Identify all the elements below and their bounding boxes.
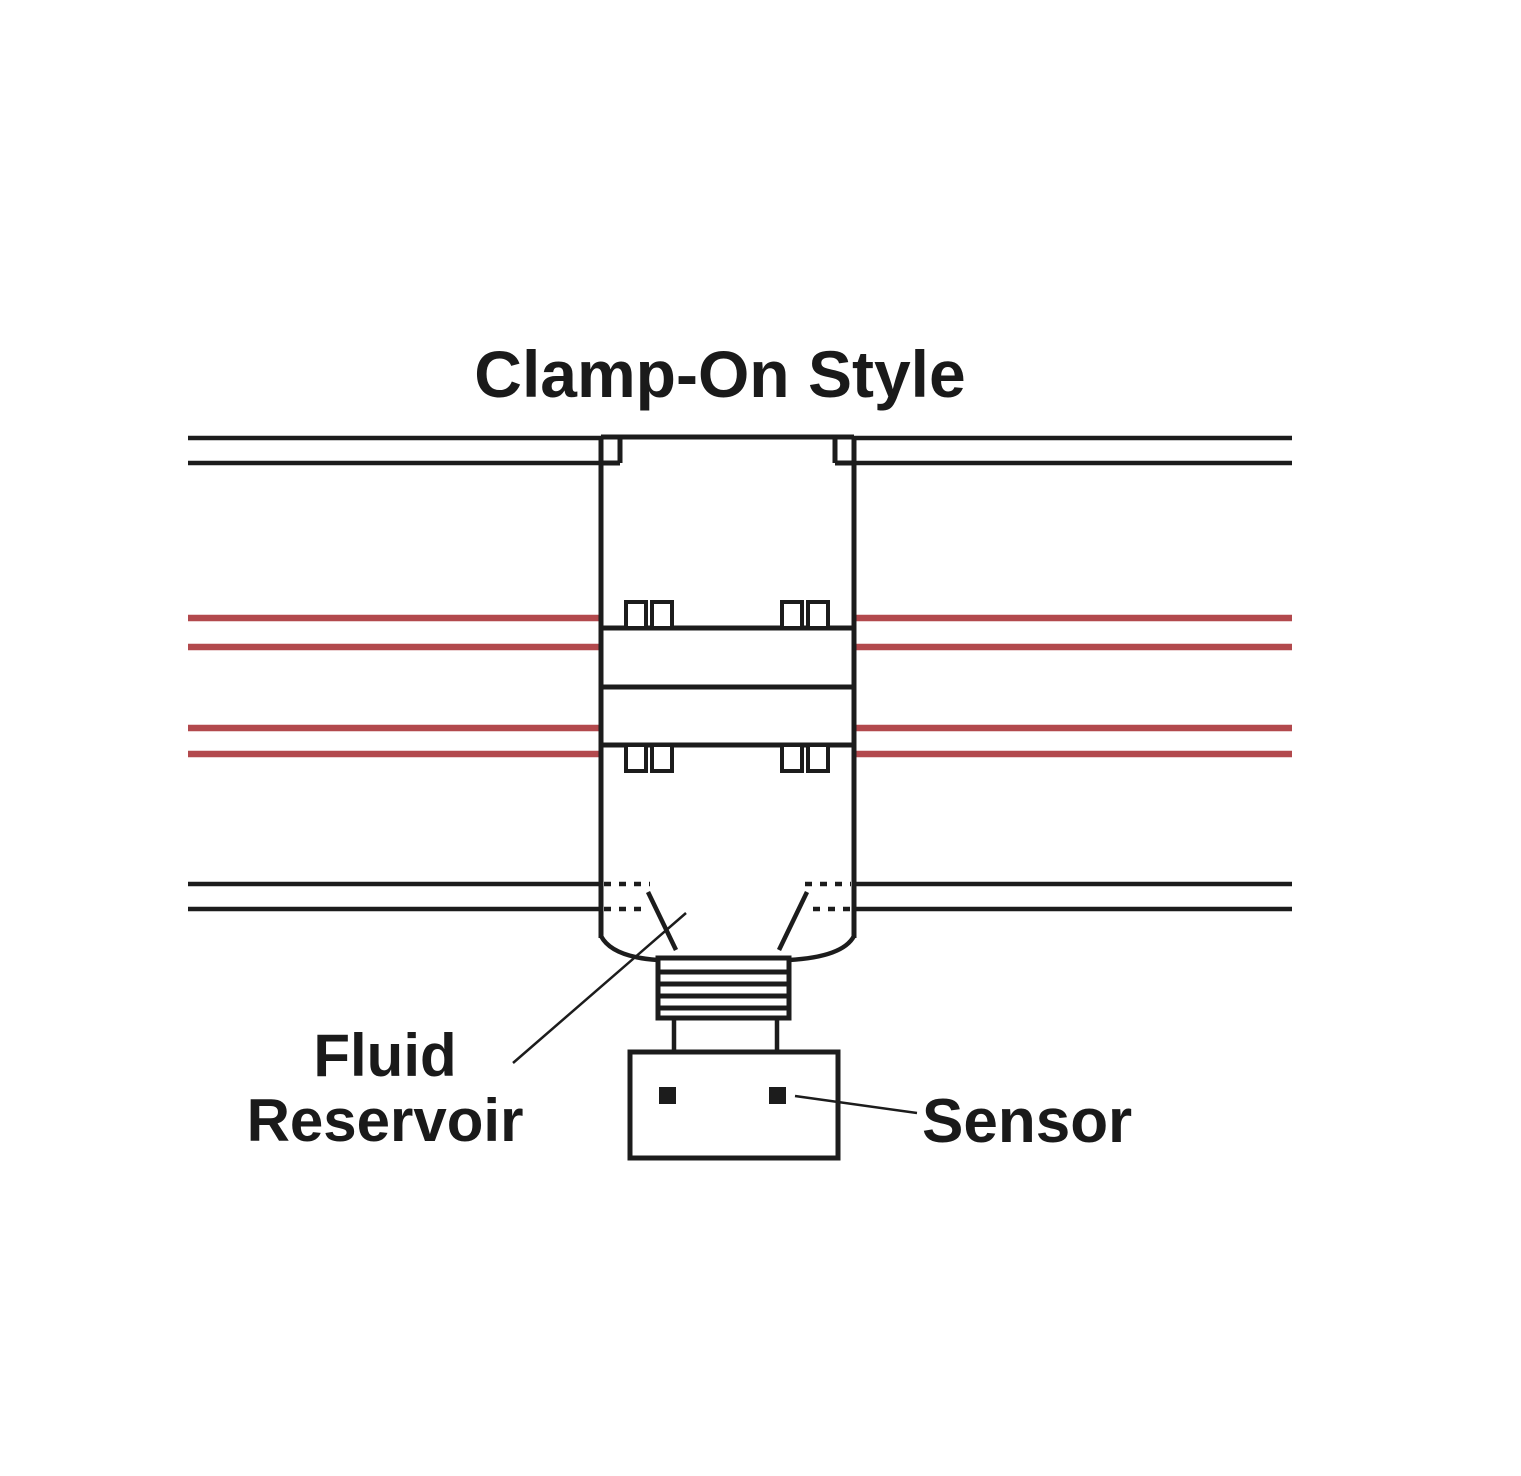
bottom-pipe <box>188 881 1292 912</box>
clamp-body <box>598 434 857 938</box>
fluid-reservoir-label-line1: Fluid <box>313 1022 457 1089</box>
sensor-leader-line <box>794 1094 918 1115</box>
fluid-reservoir <box>655 955 792 1021</box>
clamp-tabs <box>624 600 830 773</box>
sensor-contact-right <box>769 1087 786 1104</box>
sensor-box <box>627 1049 841 1161</box>
sensor-label: Sensor <box>922 1087 1133 1156</box>
fluid-reservoir-label-line2: Reservoir <box>246 1086 524 1154</box>
red-line-pair-upper <box>188 614 1292 651</box>
fluid-reservoir-label: Fluid Reservoir <box>246 1022 524 1154</box>
sensor-contact-left <box>659 1087 676 1104</box>
diagram-title: Clamp-On Style <box>474 337 966 411</box>
fluid-reservoir-leader-line <box>512 912 687 1064</box>
fluid-reservoir-funnel <box>599 881 856 963</box>
red-line-pair-lower <box>188 724 1292 758</box>
top-pipe <box>188 435 1292 466</box>
sensor-stem <box>671 1018 780 1052</box>
